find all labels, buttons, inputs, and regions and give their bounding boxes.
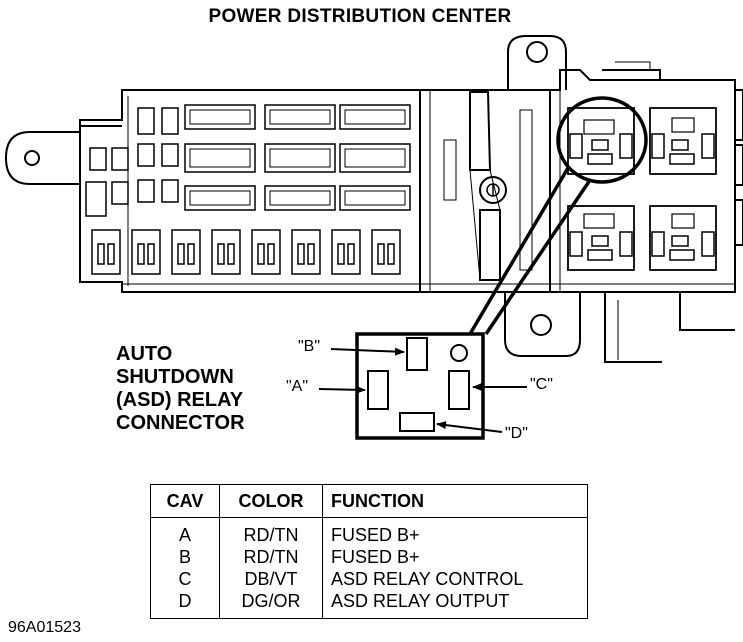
cell-function: FUSED B+	[322, 546, 588, 568]
callout-c: "C"	[530, 376, 553, 393]
connector-pinout-table: CAV COLOR FUNCTION A RD/TN FUSED B+ B RD…	[150, 484, 588, 619]
cell-color: RD/TN	[219, 517, 323, 546]
cell-cav: C	[150, 568, 220, 590]
callout-a: "A"	[286, 378, 309, 395]
cell-color: RD/TN	[219, 546, 323, 568]
cell-cav: B	[150, 546, 220, 568]
header-function: FUNCTION	[322, 484, 588, 518]
table-row: B RD/TN FUSED B+	[150, 546, 588, 568]
table-row: A RD/TN FUSED B+	[150, 517, 588, 546]
asd-label-line: SHUTDOWN	[116, 366, 234, 388]
relay-socket-block	[567, 107, 717, 271]
cell-cav: A	[150, 517, 220, 546]
cell-function: FUSED B+	[322, 517, 588, 546]
cavity-c	[448, 370, 470, 410]
callout-d: "D"	[505, 425, 528, 442]
top-mounting-tab	[507, 35, 567, 90]
figure-id: 96A01523	[8, 619, 81, 636]
cell-color: DG/OR	[219, 590, 323, 619]
table-row: D DG/OR ASD RELAY OUTPUT	[150, 590, 588, 619]
asd-relay-highlight	[556, 96, 648, 184]
keying-hole	[450, 344, 468, 362]
right-side-connector	[602, 61, 743, 246]
callout-arrows	[318, 347, 527, 433]
asd-label-line: CONNECTOR	[116, 412, 245, 434]
bus-bar-stud	[443, 91, 533, 281]
header-cav: CAV	[150, 484, 220, 518]
cavity-b	[406, 337, 428, 371]
callout-b: "B"	[298, 338, 321, 355]
table-row: C DB/VT ASD RELAY CONTROL	[150, 568, 588, 590]
maxi-fuse-block	[184, 104, 411, 211]
zoom-leader-lines	[468, 167, 592, 335]
asd-label-line: (ASD) RELAY	[116, 389, 244, 411]
table-header-row: CAV COLOR FUNCTION	[150, 484, 588, 518]
mini-relay-column	[85, 107, 179, 217]
power-distribution-center-diagram	[4, 35, 743, 440]
header-color: COLOR	[219, 484, 323, 518]
cavity-d	[399, 412, 435, 432]
relay-row	[91, 229, 401, 275]
cell-cav: D	[150, 590, 220, 619]
diagram-title: POWER DISTRIBUTION CENTER	[208, 6, 512, 27]
cell-color: DB/VT	[219, 568, 323, 590]
cell-function: ASD RELAY OUTPUT	[322, 590, 588, 619]
asd-label-line: AUTO	[116, 343, 173, 365]
cavity-a	[367, 370, 389, 410]
cell-function: ASD RELAY CONTROL	[322, 568, 588, 590]
pdc-housing	[79, 69, 736, 293]
asd-connector-label: AUTO SHUTDOWN (ASD) RELAY CONNECTOR	[116, 343, 245, 435]
bottom-mounting-bracket	[504, 292, 735, 363]
asd-relay-connector-detail	[355, 332, 485, 440]
left-mounting-ear	[4, 131, 80, 185]
